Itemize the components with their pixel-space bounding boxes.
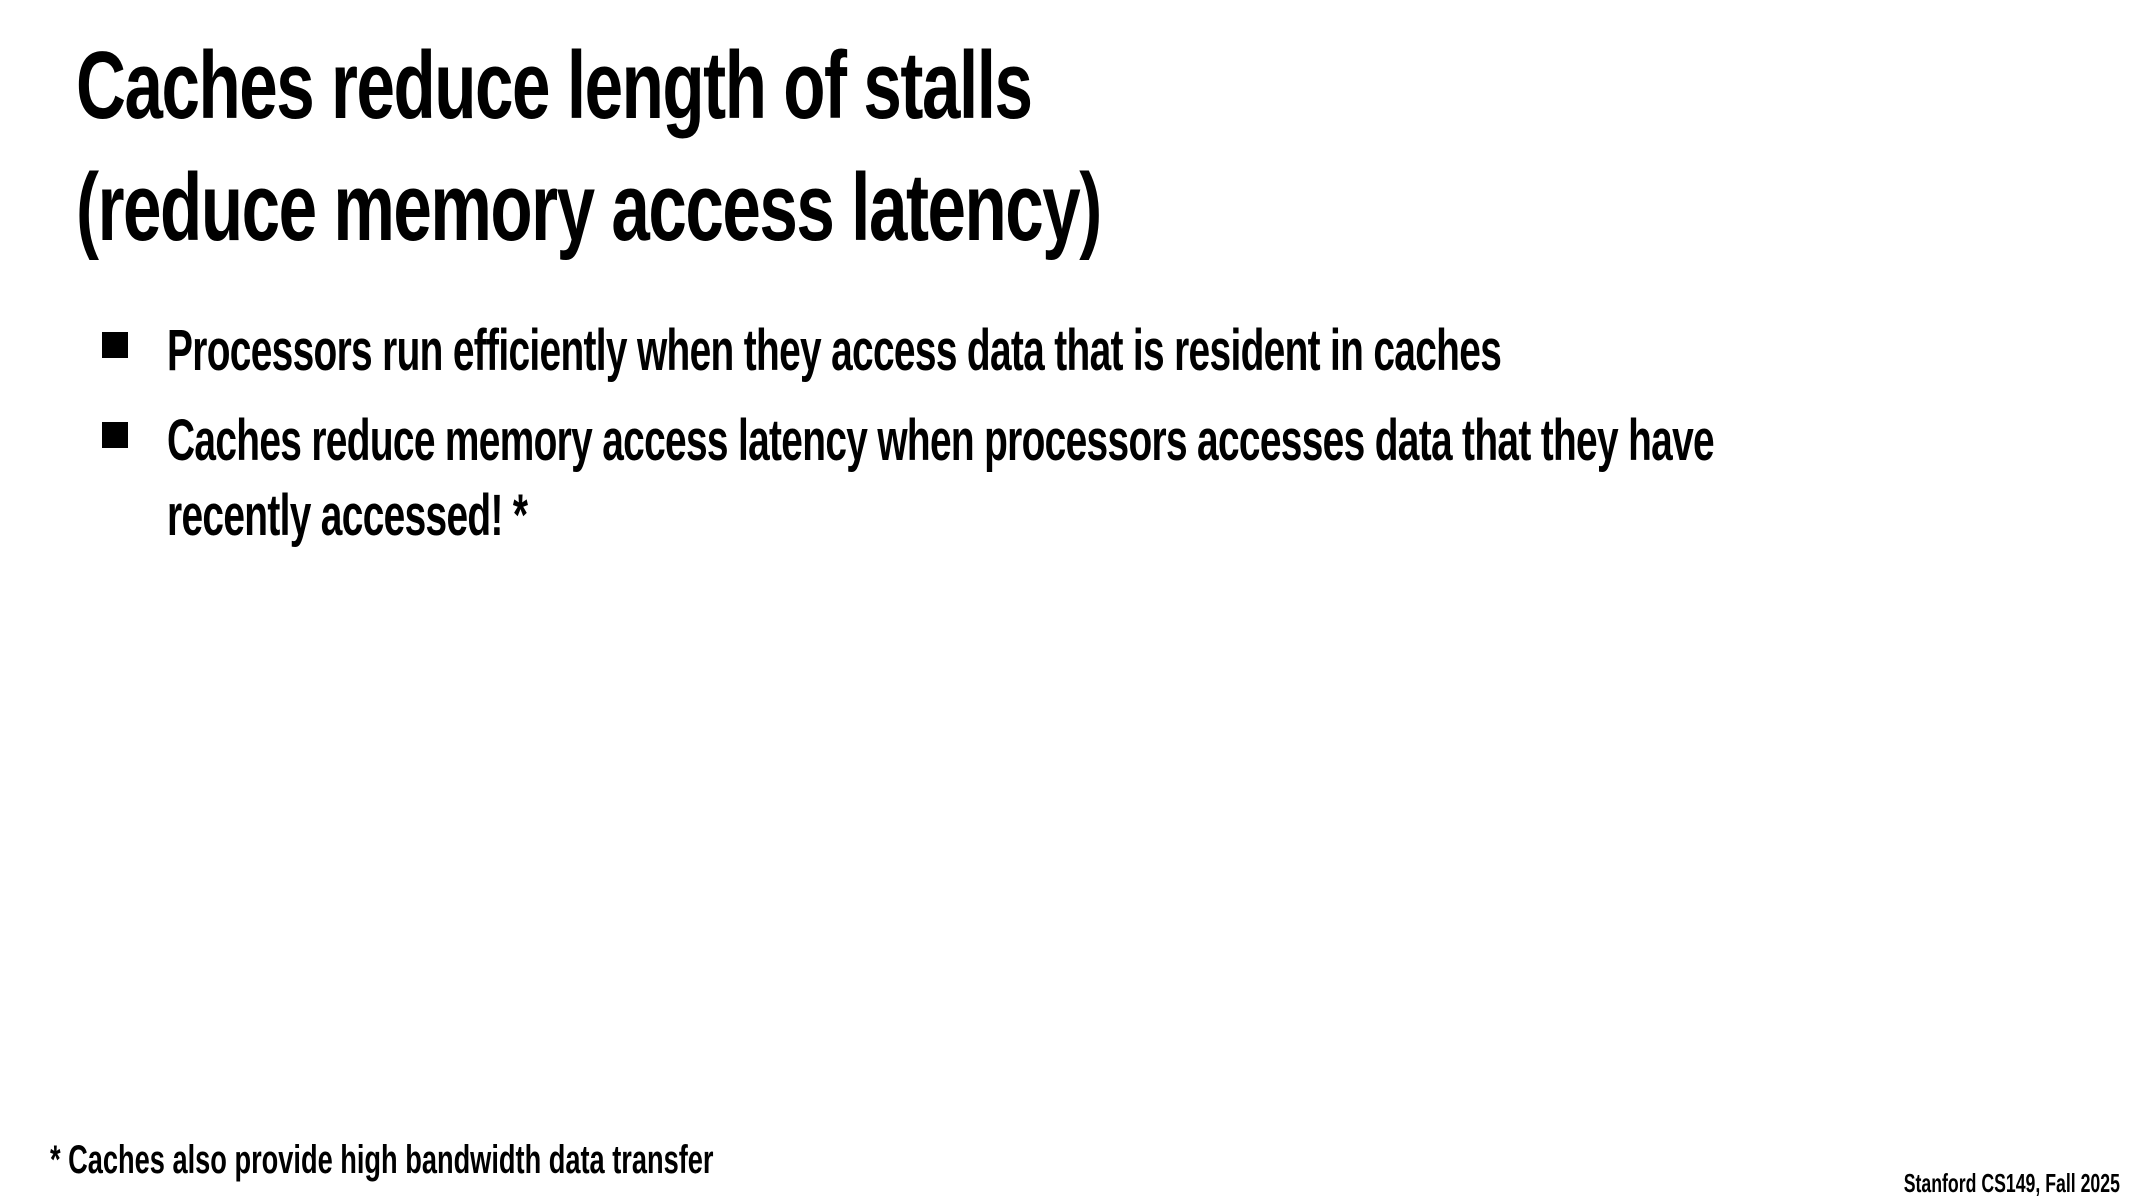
bullet-line: recently accessed! * — [167, 483, 528, 548]
bullet-line: Processors run efficiently when they acc… — [167, 318, 1502, 383]
slide-title-line-2: (reduce memory access latency) — [76, 160, 1499, 256]
footnote-text: * Caches also provide high bandwidth dat… — [50, 1138, 714, 1182]
footer-text: Stanford CS149, Fall 2025 — [1903, 1168, 2120, 1198]
course-footer: Stanford CS149, Fall 2025 — [1802, 1168, 2120, 1199]
bullet-line: Caches reduce memory access latency when… — [167, 408, 1715, 473]
title-text: Caches reduce length of stalls — [76, 32, 1033, 139]
bullet-text: Processors run efficiently when they acc… — [167, 322, 2133, 380]
slide-title-line-1: Caches reduce length of stalls — [76, 38, 1403, 134]
square-bullet-icon — [102, 332, 128, 358]
square-bullet-icon — [102, 422, 128, 448]
bullet-text: Caches reduce memory access latency when… — [167, 408, 2133, 545]
footnote: * Caches also provide high bandwidth dat… — [50, 1138, 1026, 1183]
title-text: (reduce memory access latency) — [76, 154, 1102, 261]
